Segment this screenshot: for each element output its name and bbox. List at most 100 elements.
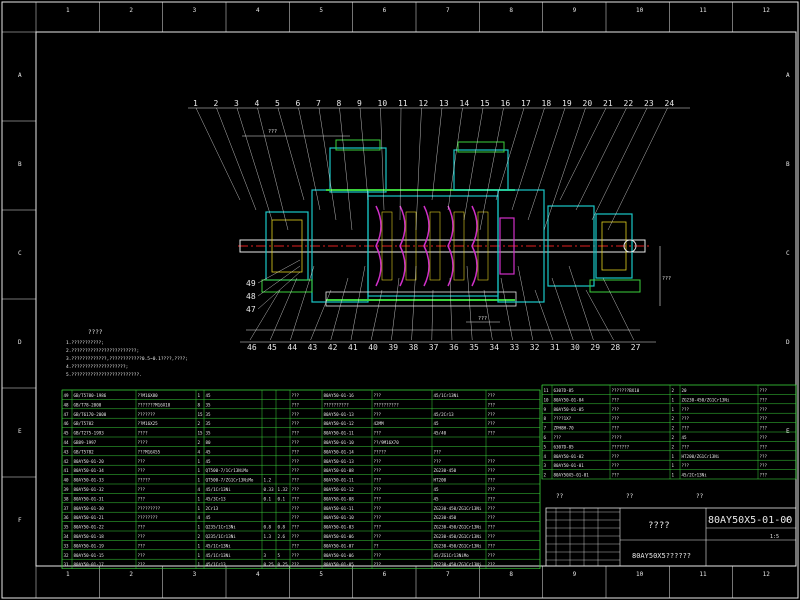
- parts-cell: 80AY50-01-13: [324, 412, 355, 417]
- balloon-number: 34: [489, 343, 499, 352]
- parts-cell: ???: [760, 454, 768, 459]
- parts-cell: 1.32: [278, 487, 289, 492]
- note-line: 5.?????????????????????????.: [66, 372, 142, 378]
- balloon-number: 48: [246, 292, 256, 301]
- zone-label-bottom: 1: [66, 571, 70, 578]
- pump-shaft: [239, 239, 646, 253]
- parts-cell: 35: [64, 525, 70, 530]
- parts-cell: ???: [374, 562, 382, 567]
- balloon-number: 37: [429, 343, 439, 352]
- suction-flange: [335, 139, 381, 151]
- parts-cell: 8: [198, 402, 201, 407]
- zone-label-top: 10: [636, 7, 644, 14]
- balloon-number: 12: [419, 99, 429, 108]
- parts-cell: 31: [64, 562, 70, 567]
- parts-cell: GB/T275-1993: [74, 431, 105, 436]
- parts-cell: 80AY50-01-08: [324, 468, 355, 473]
- parts-cell: 80AY50-01-32: [74, 487, 105, 492]
- parts-cell: ???: [682, 444, 690, 449]
- parts-cell: ???: [612, 463, 620, 468]
- bearing-cover: [595, 213, 633, 279]
- parts-cell: 45: [206, 393, 212, 398]
- diffuser: [381, 211, 393, 281]
- parts-cell: ???: [292, 496, 300, 501]
- zone-label-bottom: 5: [319, 571, 323, 578]
- suction-nozzle: [329, 147, 387, 193]
- parts-cell: 45/1Cr13Ni: [206, 553, 232, 558]
- left-foot: [261, 279, 313, 293]
- parts-cell: ???: [612, 416, 620, 421]
- parts-cell: ???: [760, 426, 768, 431]
- zone-label-left: F: [18, 517, 22, 524]
- parts-cell: 80AY50-01-16: [324, 393, 355, 398]
- parts-cell: 42MM: [374, 421, 385, 426]
- parts-cell: 45: [682, 435, 688, 440]
- parts-cell: ????????: [138, 515, 159, 520]
- parts-cell: 80AY50-01-10: [324, 515, 355, 520]
- zone-label-left: C: [18, 250, 22, 257]
- parts-cell: 2: [544, 473, 547, 478]
- parts-cell: ???: [488, 487, 496, 492]
- parts-cell: ??????????: [374, 402, 400, 407]
- parts-cell: 3: [544, 463, 547, 468]
- parts-cell: 80AY50-01-06: [324, 553, 355, 558]
- parts-cell: 6307D-85: [554, 444, 575, 449]
- parts-cell: ???: [374, 478, 382, 483]
- parts-cell: ???: [292, 562, 300, 567]
- balloon-number: 47: [246, 305, 256, 314]
- parts-cell: ???: [292, 421, 300, 426]
- parts-cell: ???: [374, 431, 382, 436]
- parts-cell: ???: [374, 459, 382, 464]
- balloon-number: 27: [631, 343, 641, 352]
- zone-label-left: D: [18, 339, 22, 346]
- parts-cell: ???: [138, 534, 146, 539]
- parts-cell: 80AY50-01-11: [324, 478, 355, 483]
- parts-cell: 45/2Cr13: [434, 412, 455, 417]
- parts-cell: 1: [672, 473, 675, 478]
- balloon-number: 40: [368, 343, 378, 352]
- parts-cell: ???: [292, 449, 300, 454]
- parts-cell: 45/1Cr13Ni: [206, 487, 232, 492]
- zone-label-left: B: [18, 161, 22, 168]
- parts-cell: 2: [672, 416, 675, 421]
- parts-cell: ???: [488, 393, 496, 398]
- parts-cell: ???: [138, 543, 146, 548]
- parts-cell: ???: [292, 478, 300, 483]
- parts-cell: 1: [198, 468, 201, 473]
- parts-cell: 9: [544, 407, 547, 412]
- parts-cell: 80AY50X5-01-01: [554, 473, 590, 478]
- parts-cell: ???????: [612, 444, 630, 449]
- parts-cell: ???: [488, 496, 496, 501]
- diffuser: [405, 211, 417, 281]
- parts-cell: 3: [264, 553, 267, 558]
- zone-label-top: 1: [66, 7, 70, 14]
- parts-cell: GB/T5780-1986: [74, 393, 107, 398]
- parts-cell: 80AY50-01-15: [74, 553, 105, 558]
- parts-cell: 2.6: [278, 534, 286, 539]
- parts-cell: ???: [488, 525, 496, 530]
- parts-cell: ???: [760, 435, 768, 440]
- balloon-number: 28: [611, 343, 621, 352]
- parts-cell: ???: [138, 496, 146, 501]
- parts-cell: 4: [544, 454, 547, 459]
- parts-cell: 80AY50-01-30: [74, 506, 105, 511]
- parts-cell: 1.3: [264, 534, 272, 539]
- parts-cell: 80AY50-01-06: [324, 534, 355, 539]
- balance-disc: [499, 217, 515, 275]
- parts-cell: ???: [292, 402, 300, 407]
- balloon-number: 23: [644, 99, 654, 108]
- parts-cell: ???: [612, 407, 620, 412]
- parts-cell: ???: [488, 506, 496, 511]
- parts-cell: 1: [198, 496, 201, 501]
- zone-label-top: 11: [699, 7, 707, 14]
- parts-cell: 43: [64, 449, 70, 454]
- parts-cell: ???: [488, 412, 496, 417]
- drawing-number: 80AY50X5-01-00: [708, 515, 792, 526]
- parts-cell: 44: [64, 440, 70, 445]
- zone-label-right: C: [786, 250, 790, 257]
- parts-cell: 1: [198, 525, 201, 530]
